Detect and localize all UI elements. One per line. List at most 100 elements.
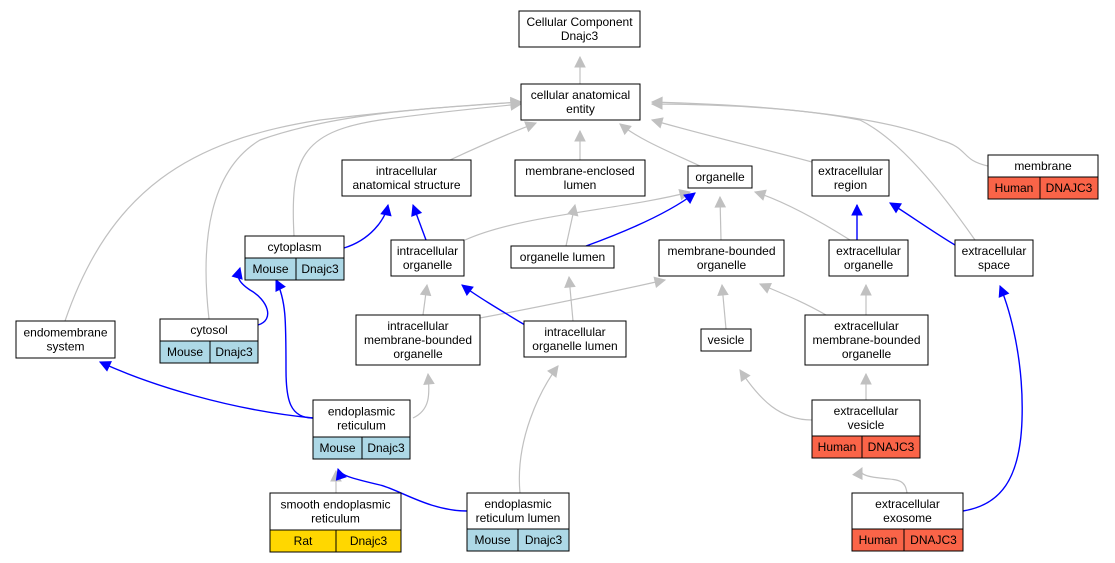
edge-ecv-to-embo <box>860 372 872 400</box>
edge-ecs-to-ecr <box>889 202 956 246</box>
node-box <box>804 314 929 366</box>
edge-mel-to-cae <box>574 129 586 160</box>
species-label: Human <box>859 533 898 547</box>
gene-cell <box>903 528 964 552</box>
species-label: Mouse <box>474 533 510 547</box>
arrow-head-icon <box>510 96 523 109</box>
edge-io-to-ias <box>411 203 427 241</box>
arrow-head-icon <box>889 202 902 214</box>
node-label-line: organelle <box>842 347 892 361</box>
node-label-line: extracellular <box>834 319 899 333</box>
node-label-line: entity <box>566 102 595 116</box>
species-label: Rat <box>294 534 313 548</box>
node-box <box>466 492 570 530</box>
node-label-line: membrane-bounded <box>812 333 920 347</box>
edge-iol-to-ol <box>564 275 576 322</box>
node-label-line: anatomical structure <box>352 178 460 192</box>
node-box <box>811 399 921 437</box>
node-box <box>687 165 753 189</box>
go-term-node-vesicle[interactable]: vesicle <box>700 328 752 352</box>
node-label-line: membrane-bounded <box>364 333 472 347</box>
gene-label: Dnajc3 <box>367 441 405 455</box>
gene-cell <box>209 340 259 364</box>
edge-er-to-ems <box>98 361 314 419</box>
node-box <box>510 245 615 269</box>
node-label-line: organelle lumen <box>520 250 605 264</box>
node-label-line: endoplasmic <box>328 405 395 419</box>
edge-er-to-cytoplasm <box>275 279 314 419</box>
node-label-line: intracellular <box>397 244 458 258</box>
edge-ecv-to-vesicle <box>739 369 813 421</box>
gene-label: DNAJC3 <box>910 533 957 547</box>
node-label-line: system <box>46 340 84 354</box>
arrow-head-icon <box>461 284 474 297</box>
edge-line <box>739 369 813 421</box>
arrow-head-icon <box>998 284 1010 298</box>
node-label-line: exosome <box>883 511 932 525</box>
node-label-line: vesicle <box>708 333 745 347</box>
node-label-line: organelle <box>695 170 745 184</box>
edge-vesicle-to-mbo <box>717 283 729 330</box>
node-box <box>518 10 641 48</box>
node-box <box>341 159 472 197</box>
gene-cell <box>295 257 345 281</box>
node-label-line: lumen <box>564 178 597 192</box>
edge-cytoplasm-to-ias <box>343 203 392 249</box>
node-label-line: membrane <box>1014 159 1072 173</box>
gene-cell <box>1039 176 1099 200</box>
node-box <box>15 320 116 359</box>
go-term-node-ol[interactable]: organelle lumen <box>510 245 615 269</box>
node-label-line: cytoplasm <box>267 240 321 254</box>
node-box <box>390 239 465 277</box>
gene-cell <box>517 528 570 552</box>
edge-organelle-to-cae <box>619 123 701 167</box>
node-label-line: membrane-bounded <box>667 244 775 258</box>
node-label-line: region <box>834 178 867 192</box>
gene-label: Dnajc3 <box>525 533 563 547</box>
edge-cae-to-root <box>574 55 586 84</box>
edge-line <box>449 122 537 161</box>
node-label-line: extracellular <box>818 164 883 178</box>
arrow-head-icon <box>419 283 432 297</box>
edge-embo-to-eco <box>860 283 872 315</box>
go-term-node-organelle[interactable]: organelle <box>687 165 753 189</box>
gene-cell <box>361 436 411 460</box>
arrow-head-icon <box>650 117 664 129</box>
node-box <box>828 239 909 277</box>
node-box <box>700 328 752 352</box>
arrow-head-icon <box>564 275 576 288</box>
gene-cell <box>335 529 402 553</box>
arrow-head-icon <box>524 121 538 133</box>
edge-line <box>275 279 314 419</box>
edge-mbo-to-organelle <box>714 195 727 241</box>
node-label-line: reticulum lumen <box>476 511 561 525</box>
edge-line <box>99 361 314 419</box>
edge-er-to-imbo <box>412 372 435 419</box>
node-label-line: extracellular <box>962 244 1027 258</box>
edge-line <box>759 283 827 316</box>
